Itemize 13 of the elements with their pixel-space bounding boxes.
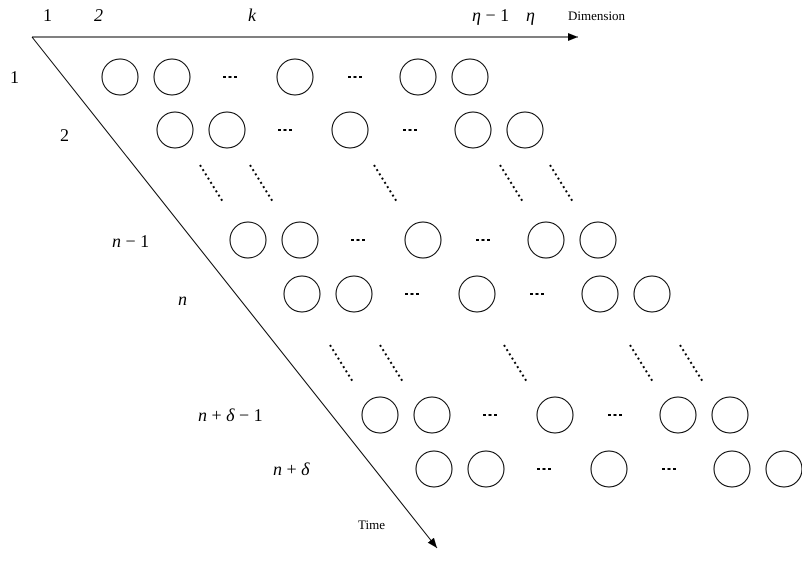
axis-label: η − 1 (472, 6, 510, 24)
axis-label: 2 (94, 6, 103, 24)
axis-label: 1 (43, 6, 52, 24)
axis-label: 2 (60, 126, 69, 144)
axis-label: n + δ − 1 (198, 406, 263, 424)
axis-label: Time (358, 518, 385, 531)
axis-label: n (178, 290, 187, 308)
axis-label: n − 1 (112, 232, 150, 250)
axis-label: n + δ (273, 460, 310, 478)
axis-label: Dimension (568, 9, 626, 22)
axis-label: η (526, 6, 535, 24)
axis-label: k (248, 6, 256, 24)
axis-label: 1 (10, 68, 19, 86)
